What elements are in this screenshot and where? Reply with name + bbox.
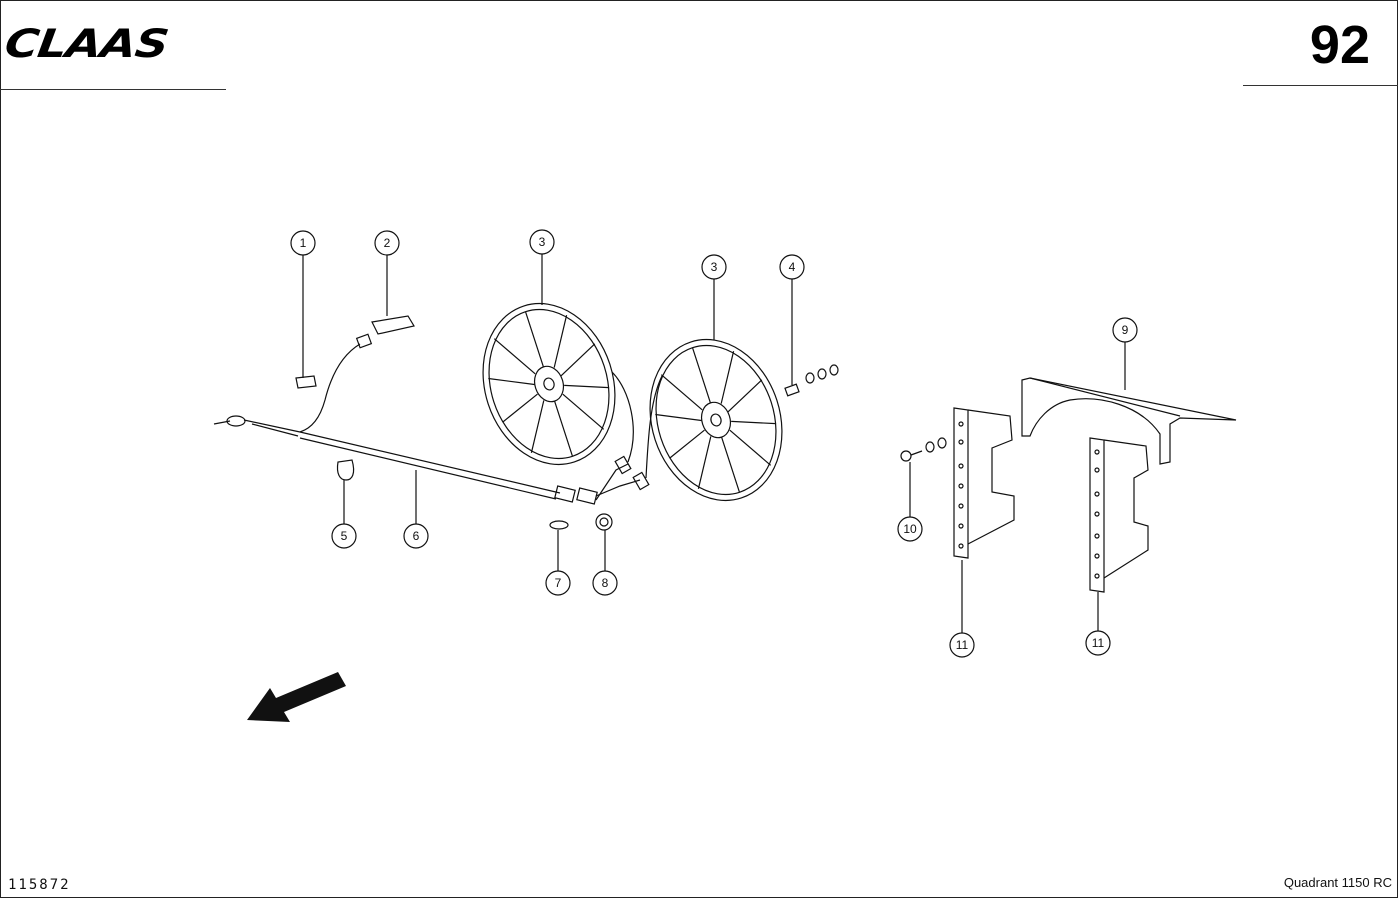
wiring-harness-6 — [213, 371, 663, 505]
callout-label: 3 — [539, 235, 546, 249]
cooling-fan-3-right — [649, 338, 783, 502]
callout-label: 8 — [602, 576, 609, 590]
callout-label: 11 — [1092, 636, 1105, 650]
bracket-11-right — [1089, 437, 1149, 593]
logo-rule — [0, 89, 226, 90]
callout-11: 11 — [1085, 630, 1111, 656]
callout-10: 10 — [897, 516, 923, 542]
drawing-number: 115872 — [8, 877, 71, 893]
callout-4: 4 — [779, 254, 805, 280]
callout-11: 11 — [949, 632, 975, 658]
callout-3: 3 — [529, 229, 555, 255]
callout-label: 6 — [413, 529, 420, 543]
bracket-11-left — [953, 407, 1015, 559]
cable-clip-5 — [336, 459, 355, 481]
callout-label: 9 — [1122, 323, 1129, 337]
callout-label: 3 — [711, 260, 718, 274]
bolt-set-10 — [900, 437, 947, 462]
callout-label: 7 — [555, 576, 562, 590]
callout-2: 2 — [374, 230, 400, 256]
callout-label: 1 — [300, 236, 307, 250]
o-ring-7 — [549, 520, 569, 530]
callout-label: 2 — [384, 236, 391, 250]
callout-7: 7 — [545, 570, 571, 596]
callout-3: 3 — [701, 254, 727, 280]
grommet-8 — [595, 513, 613, 531]
bolt-set-4 — [784, 364, 839, 397]
cooling-fan-3-left — [482, 302, 616, 466]
connector-2 — [299, 315, 415, 433]
cable-clip-1 — [295, 375, 317, 389]
direction-arrow-icon — [247, 672, 346, 722]
callout-5: 5 — [331, 523, 357, 549]
callout-label: 4 — [789, 260, 796, 274]
model-name: Quadrant 1150 RC — [1283, 875, 1392, 890]
page-number: 92 — [1309, 15, 1370, 75]
page-number-rule — [1243, 85, 1398, 86]
callout-label: 5 — [341, 529, 348, 543]
callout-1: 1 — [290, 230, 316, 256]
callout-markers: 1 2 3 3 4 5 6 7 8 9 10 11 11 — [290, 229, 1138, 658]
callout-label: 11 — [956, 638, 969, 652]
callout-8: 8 — [592, 570, 618, 596]
callout-9: 9 — [1112, 317, 1138, 343]
callout-label: 10 — [903, 522, 917, 536]
shroud-plate-9 — [1021, 377, 1237, 465]
callout-6: 6 — [403, 523, 429, 549]
leader-lines — [302, 254, 1126, 633]
